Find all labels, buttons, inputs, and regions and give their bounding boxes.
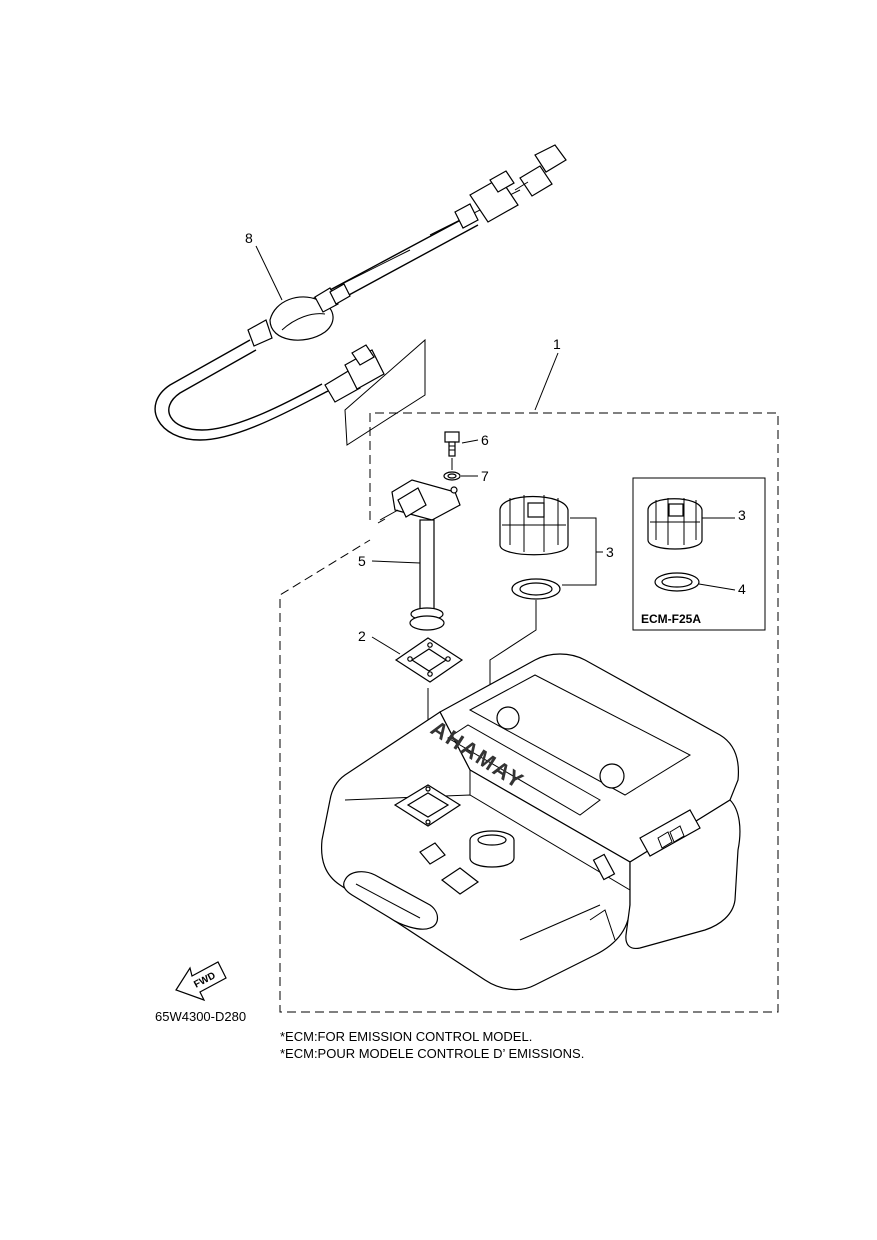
callout-8: 8 <box>245 230 253 246</box>
inset-fuel-cap <box>647 498 703 550</box>
tank-handle <box>343 871 439 930</box>
tank-side-fitting <box>639 809 701 857</box>
assembly-boundary <box>279 412 779 1013</box>
pickup-gasket <box>394 637 464 683</box>
callout-4: 4 <box>738 581 746 597</box>
screw <box>444 431 460 457</box>
fwd-arrow-icon: FWD <box>175 961 227 1002</box>
callout-6: 6 <box>481 432 489 448</box>
fuel-hose-assembly <box>154 144 567 446</box>
note-french: *ECM:POUR MODELE CONTROLE D’ EMISSIONS. <box>280 1046 584 1061</box>
primer-bulb <box>247 283 351 347</box>
tank-side-connector <box>324 344 385 403</box>
cap-gasket <box>511 578 561 600</box>
callout-2: 2 <box>358 628 366 644</box>
callout-5: 5 <box>358 553 366 569</box>
ecm-inset-box <box>632 477 766 631</box>
tank-gauge-port <box>393 784 462 827</box>
diagram-code: 65W4300-D280 <box>155 1009 246 1024</box>
callout-1: 1 <box>553 336 561 352</box>
callouts: 1 2 3 3 4 5 6 7 8 <box>245 230 746 655</box>
engine-side-connector <box>454 144 567 229</box>
inset-label: ECM-F25A <box>641 612 701 626</box>
washer <box>443 471 461 481</box>
callout-7: 7 <box>481 468 489 484</box>
note-english: *ECM:FOR EMISSION CONTROL MODEL. <box>280 1029 532 1044</box>
fuel-pickup <box>377 479 461 631</box>
callout-3: 3 <box>606 544 614 560</box>
inset-gasket <box>654 572 700 592</box>
fuel-tank-body: YAMAHA <box>320 653 741 991</box>
tank-filler-neck <box>469 830 515 868</box>
callout-3-inset: 3 <box>738 507 746 523</box>
fuel-cap <box>499 495 569 556</box>
